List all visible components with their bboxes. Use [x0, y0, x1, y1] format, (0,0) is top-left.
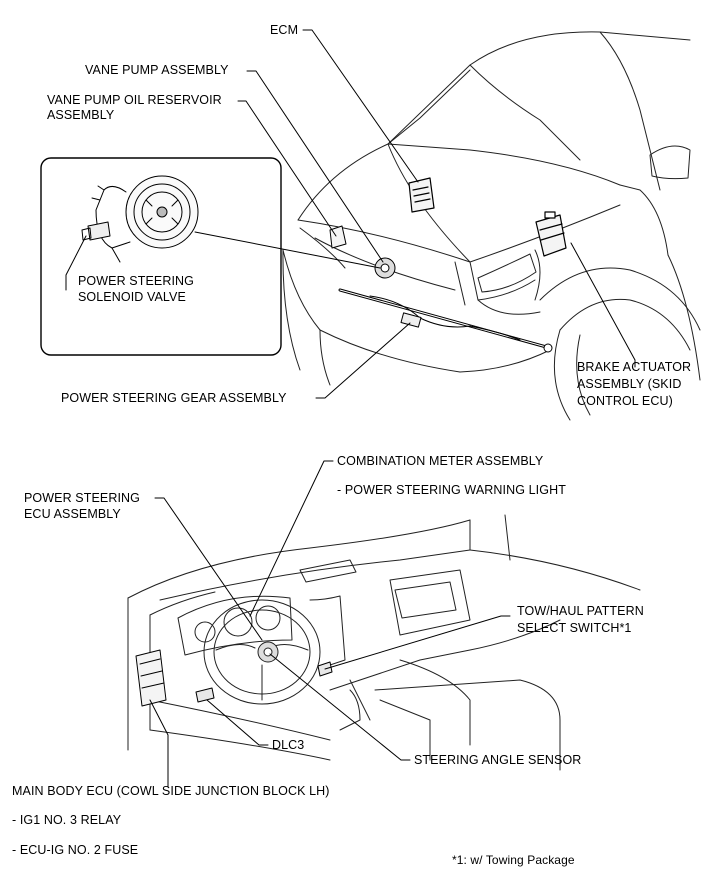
pump-inset-illustration: [81, 175, 199, 263]
main-body-ecu-component: [135, 649, 167, 707]
inset-frame: [40, 157, 282, 356]
reservoir-component: [329, 225, 347, 249]
label-meter-sub: - POWER STEERING WARNING LIGHT: [337, 483, 566, 497]
label-reservoir-line1: VANE PUMP OIL RESERVOIR: [47, 93, 222, 107]
label-gear: POWER STEERING GEAR ASSEMBLY: [61, 391, 287, 405]
label-tow-line2: SELECT SWITCH*1: [517, 621, 632, 635]
label-brake-line1: BRAKE ACTUATOR: [577, 360, 692, 374]
label-brake-line2: ASSEMBLY (SKID: [577, 377, 682, 391]
label-reservoir-line2: ASSEMBLY: [47, 108, 115, 122]
label-footnote: *1: w/ Towing Package: [452, 853, 575, 867]
label-main-body: MAIN BODY ECU (COWL SIDE JUNCTION BLOCK …: [12, 784, 330, 798]
ecm-component: [408, 177, 435, 213]
dashboard-illustration: [127, 514, 641, 771]
label-vane-pump: VANE PUMP ASSEMBLY: [85, 63, 229, 77]
label-ps-ecu-line1: POWER STEERING: [24, 491, 140, 505]
label-meter: COMBINATION METER ASSEMBLY: [337, 454, 544, 468]
label-angle-sensor: STEERING ANGLE SENSOR: [414, 753, 582, 767]
brake-actuator-component: [535, 211, 567, 257]
label-brake-line3: CONTROL ECU): [577, 394, 673, 408]
label-solenoid-line1: POWER STEERING: [78, 274, 194, 288]
leader-lines: [65, 29, 636, 788]
label-ps-ecu-line2: ECU ASSEMBLY: [24, 507, 121, 521]
label-tow-line1: TOW/HAUL PATTERN: [517, 604, 644, 618]
steering-gear-component: [338, 288, 553, 353]
dlc3-component: [195, 687, 215, 703]
label-main-body-sub1: - IG1 NO. 3 RELAY: [12, 813, 122, 827]
label-ecm: ECM: [270, 23, 299, 37]
label-solenoid-line2: SOLENOID VALVE: [78, 290, 186, 304]
vane-pump-component: [374, 257, 396, 279]
label-main-body-sub2: - ECU-IG NO. 2 FUSE: [12, 843, 139, 857]
label-dlc3: DLC3: [272, 738, 305, 752]
truck-illustration: [282, 31, 701, 421]
